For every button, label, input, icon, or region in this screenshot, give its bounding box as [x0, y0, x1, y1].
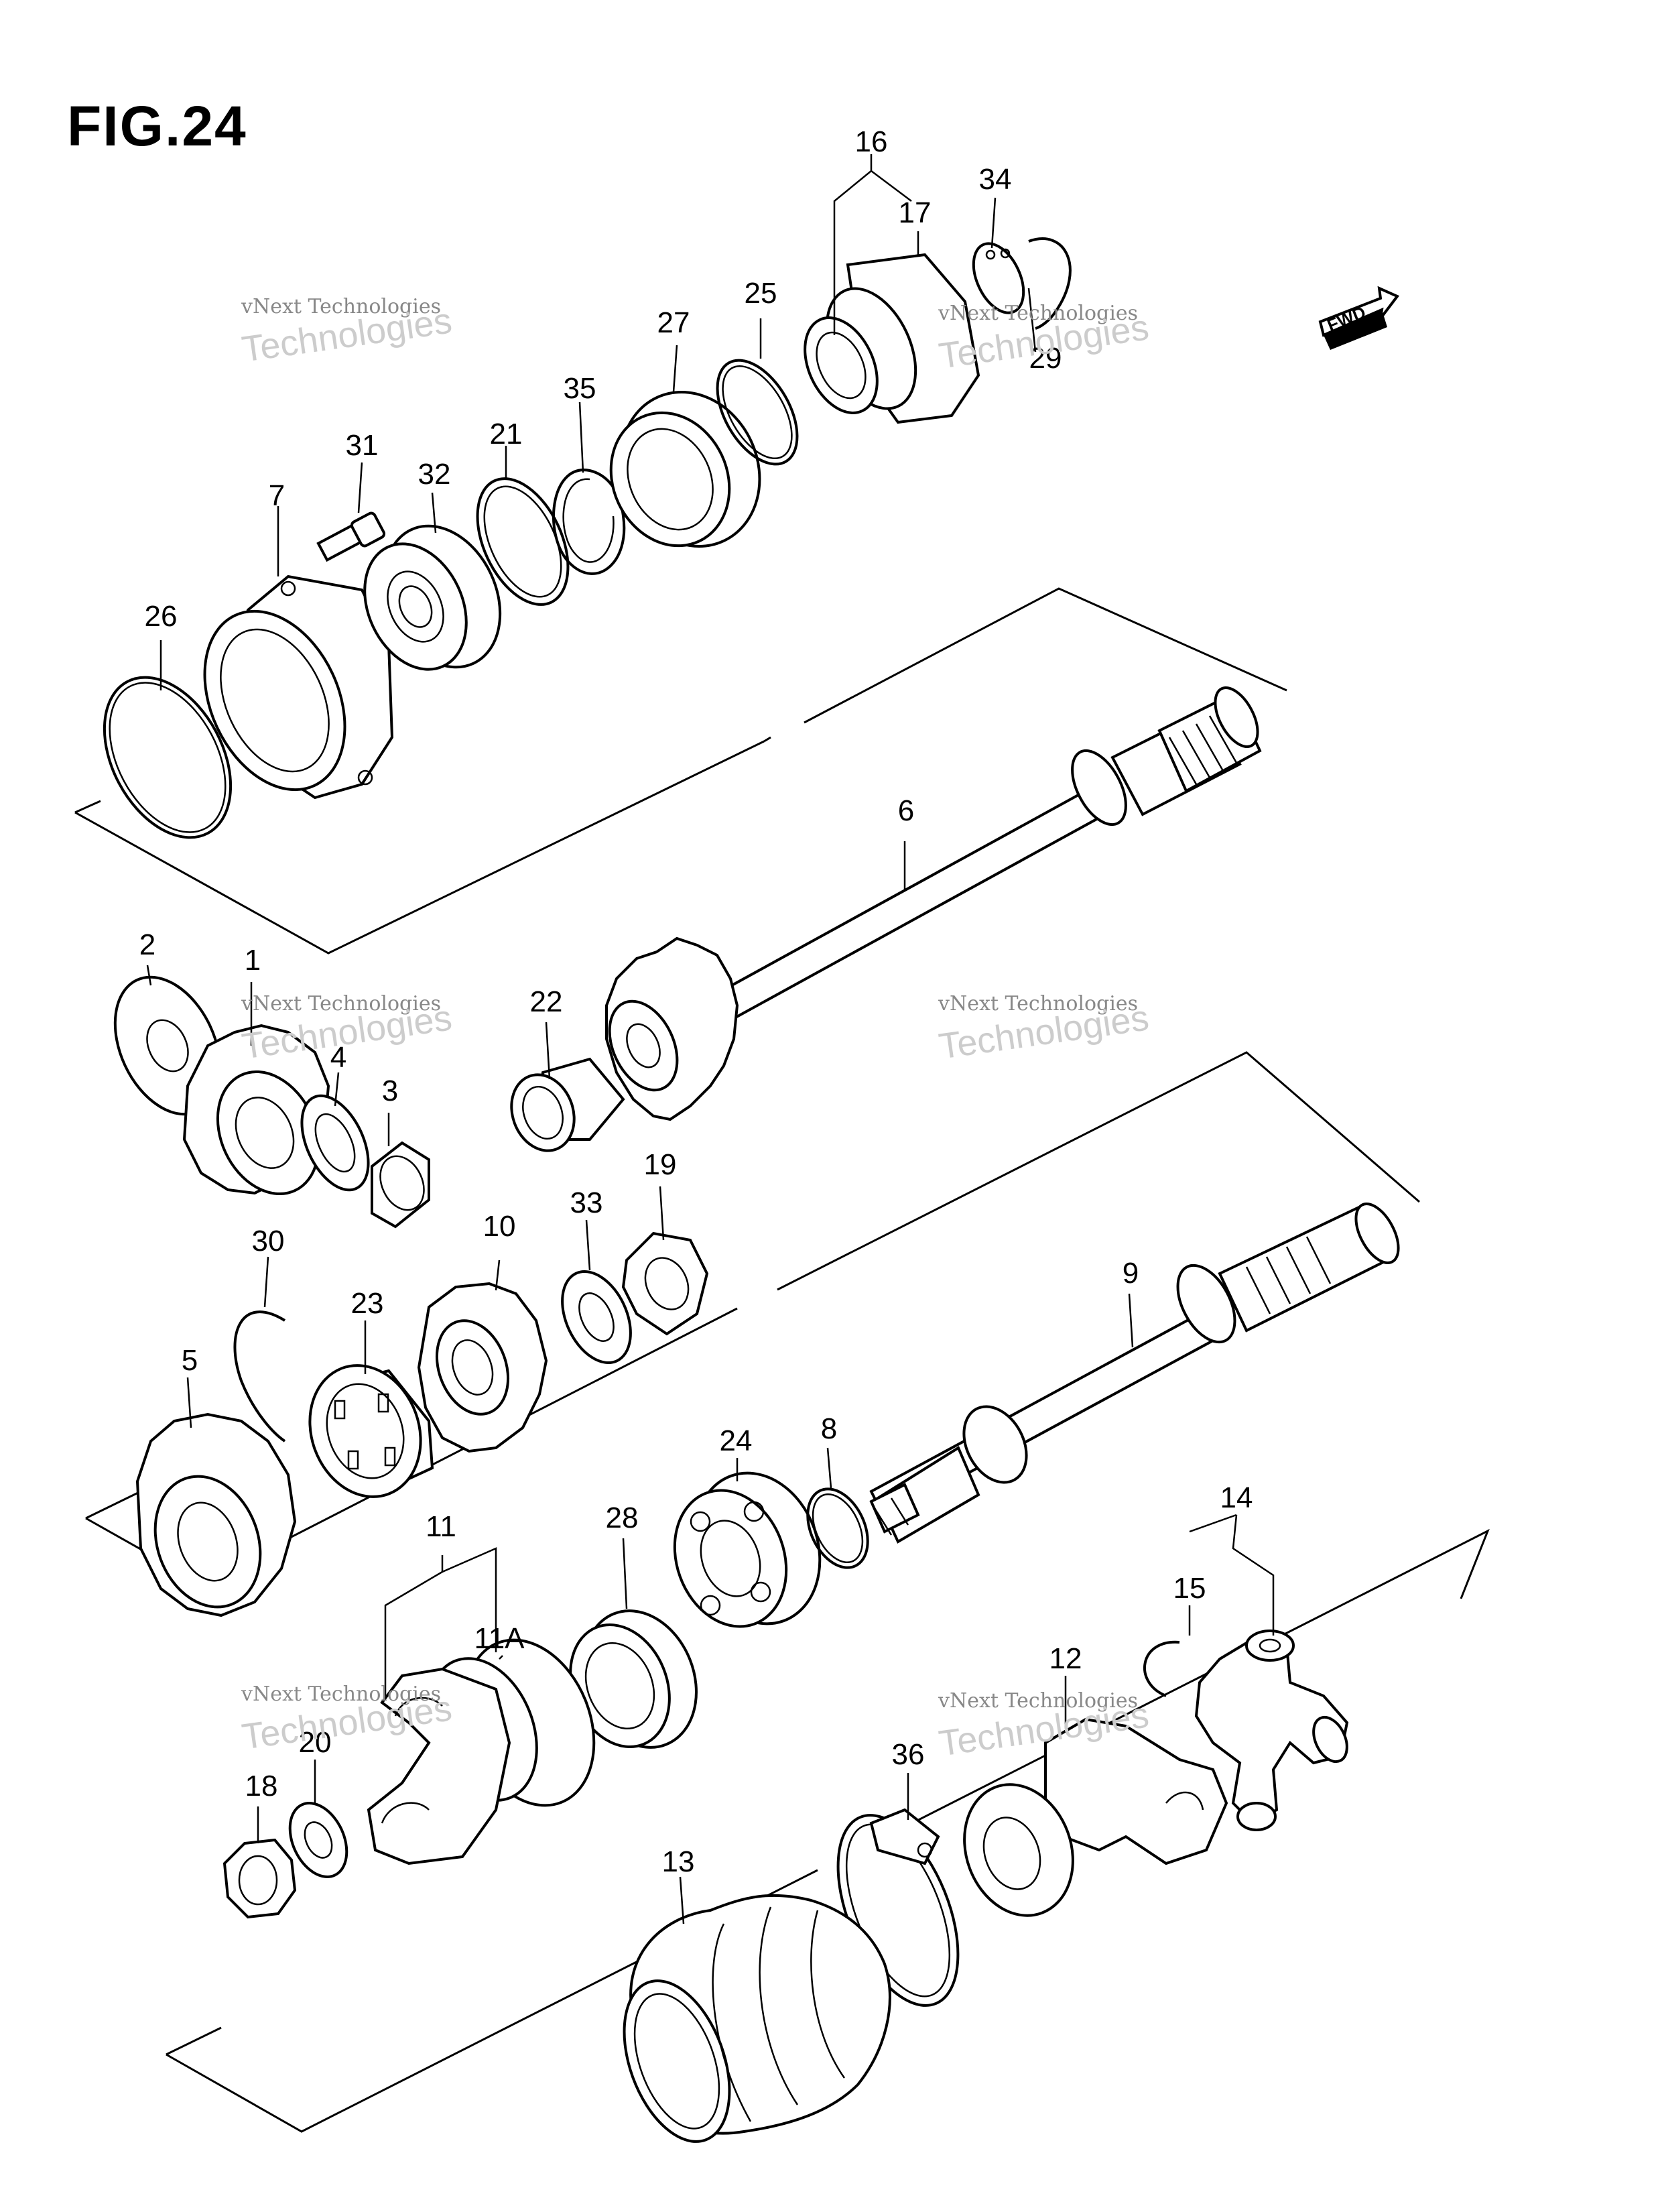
- circlip-29: [1028, 237, 1072, 330]
- yoke-11: [367, 1638, 596, 1865]
- callout-11A: 11A: [474, 1622, 525, 1655]
- callout-22: 22: [529, 985, 563, 1018]
- callout-14: 14: [1220, 1481, 1253, 1514]
- callout-4: 4: [330, 1041, 347, 1074]
- callout-1: 1: [244, 944, 261, 977]
- callout-2: 2: [139, 928, 156, 961]
- pinion-gear-6: [605, 936, 739, 1121]
- callout-24: 24: [719, 1424, 753, 1457]
- needle-bearing-22: [510, 1057, 625, 1152]
- roller-bearing-23: [308, 1364, 434, 1498]
- callout-32: 32: [418, 458, 451, 491]
- oil-seal-28: [569, 1609, 698, 1749]
- figure-title: FIG.24: [67, 95, 247, 158]
- o-ring-26: [103, 676, 233, 839]
- flange-nut-18: [222, 1838, 297, 1919]
- circlip-15: [1143, 1640, 1180, 1697]
- callout-7: 7: [268, 479, 285, 512]
- leader-lines: [146, 154, 1275, 1924]
- callout-16: 16: [854, 125, 888, 158]
- callout-6: 6: [897, 794, 915, 827]
- spider-14: [1194, 1630, 1349, 1831]
- callout-23: 23: [350, 1287, 384, 1320]
- callout-15: 15: [1173, 1572, 1206, 1605]
- circlip-34: [972, 242, 1025, 314]
- bevel-gear-5: [135, 1412, 297, 1617]
- fwd-arrow-icon: FWD: [1318, 286, 1400, 350]
- nut-19: [621, 1231, 709, 1336]
- callout-12: 12: [1049, 1642, 1082, 1675]
- callout-10: 10: [483, 1210, 516, 1243]
- callout-20: 20: [298, 1726, 332, 1759]
- bevel-pinion-10: [417, 1282, 548, 1453]
- callout-28: 28: [605, 1501, 639, 1534]
- bearing-24: [673, 1471, 822, 1628]
- callout-29: 29: [1029, 342, 1062, 375]
- shaft-6: [675, 686, 1262, 1044]
- callout-5: 5: [181, 1344, 198, 1377]
- callout-17: 17: [898, 196, 932, 229]
- callout-8: 8: [820, 1412, 838, 1445]
- washer-20: [288, 1802, 348, 1878]
- callout-30: 30: [251, 1225, 285, 1257]
- bearing-housing-7: [203, 574, 394, 800]
- bevel-gear-1: [182, 1024, 330, 1196]
- bearing-32: [363, 524, 502, 671]
- oil-seal-27: [609, 391, 761, 548]
- callout-31: 31: [345, 429, 379, 462]
- o-ring-25: [716, 359, 799, 466]
- callout-18: 18: [245, 1770, 278, 1802]
- washer-4: [300, 1094, 370, 1192]
- washer-33: [561, 1270, 632, 1364]
- group-plane-upper: [74, 587, 1287, 955]
- callout-11: 11: [426, 1510, 456, 1543]
- shim-21: [476, 477, 570, 606]
- boot-13: [623, 1894, 891, 2143]
- callout-27: 27: [657, 306, 690, 339]
- callout-3: 3: [381, 1074, 399, 1107]
- callout-33: 33: [570, 1186, 603, 1219]
- circlip-30: [233, 1310, 286, 1442]
- sleeve-17: [804, 253, 980, 424]
- callout-21: 21: [489, 418, 523, 450]
- callout-26: 26: [144, 600, 178, 633]
- callout-25: 25: [744, 277, 777, 310]
- callout-36: 36: [891, 1738, 925, 1771]
- callout-13: 13: [661, 1845, 695, 1878]
- shaft-9: [869, 1203, 1400, 1544]
- bolt-31: [316, 511, 386, 562]
- nut-3: [371, 1141, 430, 1229]
- callout-35: 35: [563, 372, 596, 405]
- yoke-12: [963, 1717, 1228, 1917]
- callout-34: 34: [978, 163, 1012, 196]
- callout-19: 19: [643, 1148, 677, 1181]
- callout-9: 9: [1122, 1257, 1139, 1290]
- o-ring-8: [806, 1487, 869, 1569]
